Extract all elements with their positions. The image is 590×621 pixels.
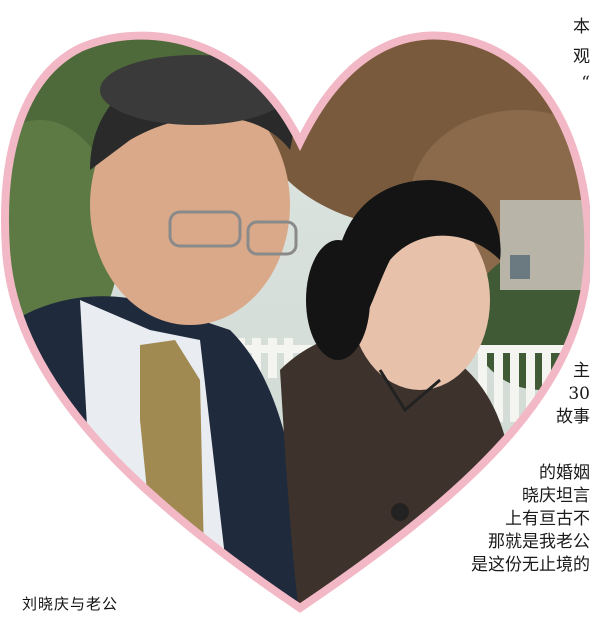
article-fragment: 那就是我老公 [488,532,590,552]
article-fragment: “ [581,73,590,93]
article-fragment: 30 [568,384,590,404]
photo-caption: 刘晓庆与老公 [22,595,119,613]
article-fragment: 上有亘古不 [505,509,590,529]
article-fragment: 的婚姻 [539,463,590,483]
article-fragment: 主 [573,361,590,381]
article-fragment: 本 [573,17,590,37]
article-fragment: 故事 [556,407,590,427]
article-fragment: 观 [573,47,590,67]
article-fragment: 是这份无止境的 [471,555,590,575]
article-fragment: 晓庆坦言 [522,486,590,506]
